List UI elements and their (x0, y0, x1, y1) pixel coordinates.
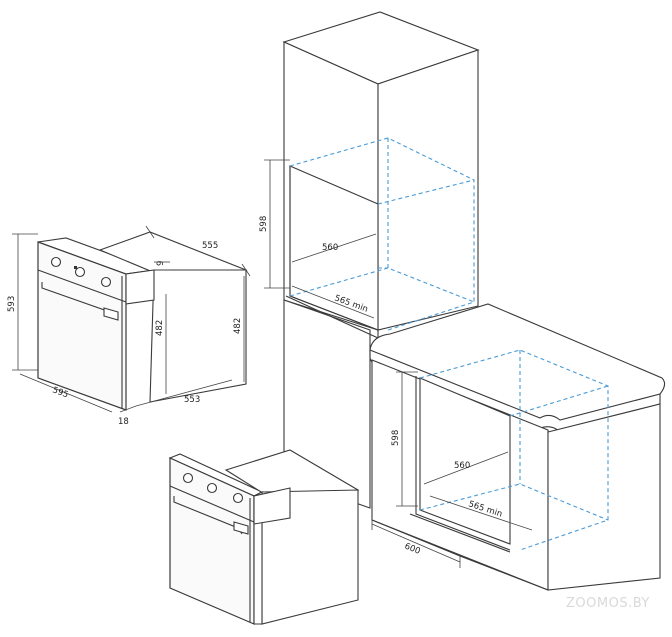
oven2-knob-2-icon (206, 482, 218, 494)
oven-standalone (168, 449, 360, 625)
tall-cabinet-side (377, 49, 479, 331)
oven2-knob-1-icon (182, 472, 194, 484)
oven-inner-height-side-label: 482 (233, 318, 243, 334)
oven-depth-label: 555 (202, 241, 218, 251)
oven-front-thickness-label: 18 (118, 417, 129, 427)
column-niche-height-label: 598 (259, 216, 269, 232)
oven-knob-3-icon (100, 276, 112, 288)
oven-dimensioned (37, 231, 248, 411)
oven-knob-2-icon (74, 266, 86, 278)
oven-inner-height-front-label: 482 (155, 320, 165, 336)
oven-body-depth-label: 553 (184, 395, 200, 405)
oven2-panel-side (253, 487, 291, 525)
counter-cabinet (369, 303, 666, 591)
oven-panel-offset-label: 9 (156, 261, 166, 266)
column-niche-width-label: 560 (322, 243, 338, 253)
counter-niche-opening (419, 377, 511, 545)
oven2-knob-3-icon (232, 492, 244, 504)
watermark: ZOOMOS.BY (566, 596, 650, 611)
tall-cabinet-front-lower (283, 299, 371, 509)
oven-knob-1-icon (50, 256, 62, 268)
oven-height-label: 593 (7, 296, 17, 312)
oven2-handle (233, 521, 249, 535)
oven-panel-side (125, 269, 155, 305)
counter-niche-height-label: 598 (391, 430, 401, 446)
counter-niche-width-label: 560 (454, 461, 470, 471)
oven-handle (103, 307, 119, 321)
counter-cabinet-side (547, 403, 661, 591)
oven-body-side (149, 269, 247, 403)
